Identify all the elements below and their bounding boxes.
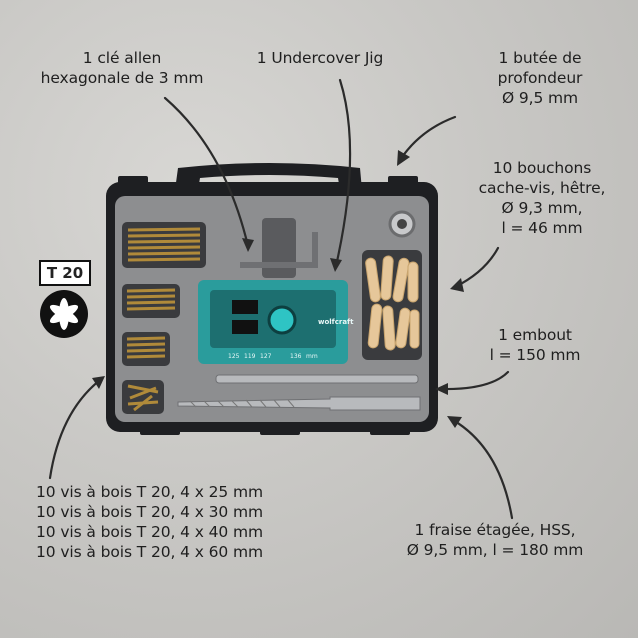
case-latch-right — [388, 176, 418, 188]
plugs-line-3: Ø 9,3 mm, — [501, 199, 583, 217]
jig-brand: wolfcraft — [318, 318, 354, 326]
case-handle — [175, 163, 362, 190]
jig-knob — [267, 305, 297, 335]
jig-scale-5: mm — [306, 353, 318, 360]
screws-line-4: 10 vis à bois T 20, 4 x 60 mm — [36, 543, 263, 561]
drill-line-2: Ø 9,5 mm, l = 180 mm — [406, 541, 584, 559]
bit-label: 1 embout l = 150 mm — [470, 325, 600, 365]
screws-30mm — [126, 336, 166, 359]
allen-key — [240, 232, 318, 268]
arrow-drill — [451, 418, 514, 520]
arrow-depth-stop — [398, 115, 457, 162]
screwdriver-bit — [215, 374, 419, 384]
arrow-screws — [48, 378, 102, 480]
arrow-heads — [92, 150, 464, 428]
plugs-label: 10 bouchons cache-vis, hêtre, Ø 9,3 mm, … — [462, 158, 622, 238]
plugs-line-4: l = 46 mm — [501, 219, 583, 237]
bit-line-2: l = 150 mm — [489, 346, 581, 364]
stepped-drill — [177, 396, 421, 411]
wood-plugs — [365, 255, 420, 351]
screw-compartment-60 — [122, 222, 206, 268]
case-hinge-center — [260, 425, 300, 435]
callout-arrows — [48, 78, 514, 520]
jig-slot-bottom — [232, 320, 258, 334]
allen-key-line-2: hexagonale de 3 mm — [40, 69, 204, 87]
allen-key-line-1: 1 clé allen — [82, 49, 162, 67]
screws-label: 10 vis à bois T 20, 4 x 25 mm 10 vis à b… — [36, 482, 296, 562]
jig-line-1: 1 Undercover Jig — [256, 49, 384, 67]
case-hinge-right — [370, 425, 410, 435]
jig-scale-1: 125 — [228, 353, 240, 360]
jig-slot-top — [232, 300, 258, 314]
arrow-bit — [439, 370, 510, 391]
depth-stop-line-3: Ø 9,5 mm — [501, 89, 579, 107]
allen-key-label: 1 clé allen hexagonale de 3 mm — [22, 48, 222, 88]
drill-line-1: 1 fraise étagée, HSS, — [414, 521, 576, 539]
screws-25mm — [127, 384, 159, 412]
torx-star-icon — [40, 290, 88, 338]
bit-line-1: 1 embout — [498, 326, 572, 344]
depth-stop-line-1: 1 butée de — [498, 49, 582, 67]
jig-scale-4: 136 — [290, 353, 302, 360]
jig-rod — [262, 218, 296, 278]
screws-line-3: 10 vis à bois T 20, 4 x 40 mm — [36, 523, 263, 541]
case-hinge-left — [140, 425, 180, 435]
jig-scale-2: 119 — [244, 353, 256, 360]
screws-line-2: 10 vis à bois T 20, 4 x 30 mm — [36, 503, 263, 521]
jig-label: 1 Undercover Jig — [245, 48, 395, 68]
screws-40mm — [126, 288, 176, 311]
arrow-jig — [334, 78, 352, 268]
torx-badge: T 20 — [38, 260, 92, 340]
screws-line-1: 10 vis à bois T 20, 4 x 25 mm — [36, 483, 263, 501]
arrow-allen-key — [163, 96, 250, 248]
plugs-line-1: 10 bouchons — [492, 159, 592, 177]
drill-label: 1 fraise étagée, HSS, Ø 9,5 mm, l = 180 … — [395, 520, 595, 560]
screws-60mm — [127, 227, 201, 262]
torx-tag: T 20 — [39, 260, 91, 286]
plugs-line-2: cache-vis, hêtre, — [478, 179, 606, 197]
jig-scale: 125 119 127 136 mm — [228, 353, 318, 360]
case-latch-left — [118, 176, 148, 188]
depth-stop-line-2: profondeur — [497, 69, 583, 87]
jig-scale-3: 127 — [260, 353, 272, 360]
depth-stop-label: 1 butée de profondeur Ø 9,5 mm — [470, 48, 610, 108]
